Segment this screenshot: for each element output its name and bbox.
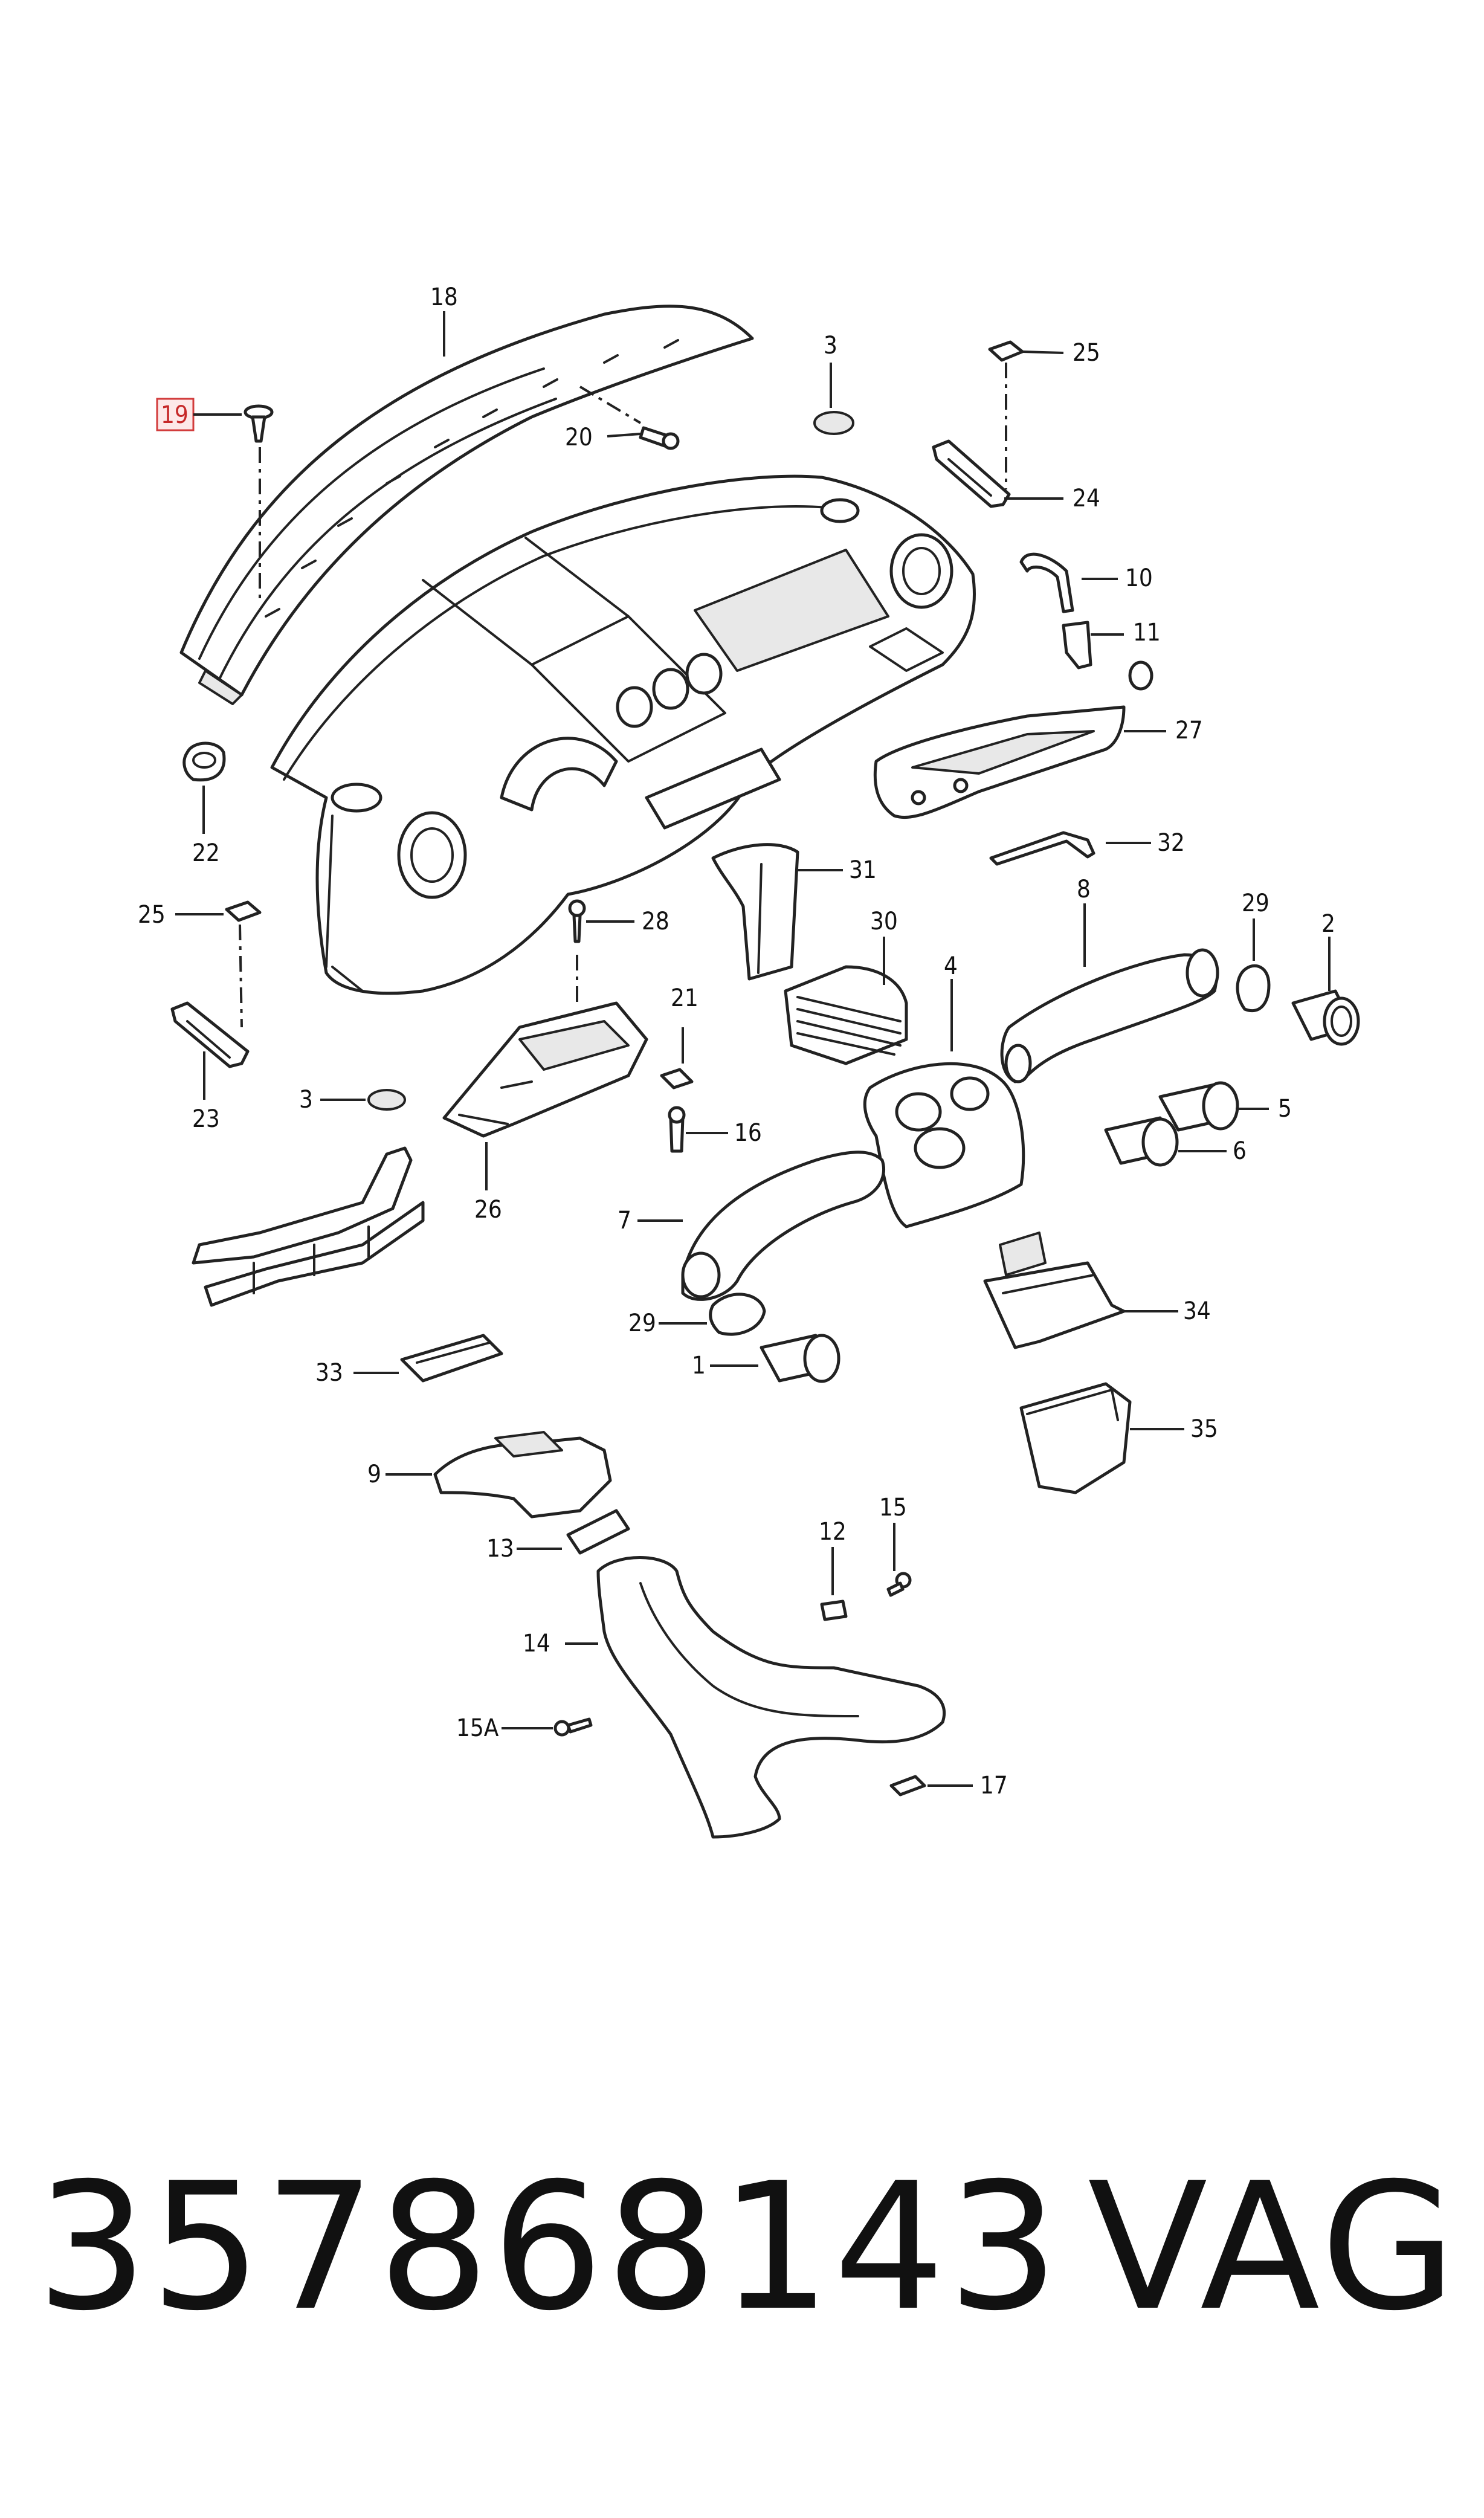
callout-20: 20 — [565, 424, 593, 451]
cross-member-bracket — [192, 1146, 425, 1307]
callout-2: 2 — [1321, 910, 1335, 938]
callout-24: 24 — [1073, 485, 1100, 512]
part-26-center-bracket — [442, 1001, 648, 1190]
part-25-nut-right — [988, 340, 1064, 489]
part-25-nut-left — [175, 900, 262, 1028]
part-4-vent-housing — [863, 979, 1025, 1228]
part-30-bellows — [784, 937, 908, 1065]
callout-32: 32 — [1157, 829, 1185, 857]
callout-13: 13 — [486, 1535, 514, 1563]
callout-8: 8 — [1077, 876, 1091, 903]
dashboard-panel — [270, 474, 976, 995]
callout-15: 15 — [879, 1494, 907, 1522]
part-number: 357868143 — [36, 2146, 1062, 2349]
part-33-grille — [353, 1334, 503, 1383]
callout-15a: 15A — [456, 1714, 499, 1742]
callout-1: 1 — [692, 1352, 706, 1380]
callout-14: 14 — [523, 1630, 550, 1658]
callout-19-highlight — [156, 398, 195, 431]
callout-4: 4 — [944, 952, 958, 980]
brand-label: VAG — [1088, 2146, 1460, 2349]
part-7-duct — [637, 1151, 886, 1301]
callout-31: 31 — [849, 856, 877, 884]
part-23-bracket-left — [170, 1001, 250, 1100]
part-29-seal-left — [659, 1293, 766, 1336]
part-3-cap-top — [813, 363, 854, 435]
callout-10: 10 — [1125, 564, 1153, 592]
callout-17: 17 — [980, 1772, 1008, 1800]
part-22-grommet — [182, 741, 226, 834]
part-29-seal-right — [1236, 918, 1271, 1013]
part-18-defroster-strip — [179, 305, 754, 705]
callout-26: 26 — [474, 1196, 502, 1224]
part-15-screw — [886, 1523, 912, 1597]
callout-27: 27 — [1175, 717, 1203, 744]
part-2-vent-right — [1291, 937, 1360, 1046]
part-11-fitting — [1062, 621, 1153, 691]
part-1-vent — [710, 1334, 840, 1383]
callout-16: 16 — [734, 1119, 762, 1147]
part-12-clip — [820, 1547, 848, 1621]
part-34-tray — [983, 1232, 1178, 1349]
callout-12: 12 — [819, 1518, 847, 1546]
part-28-screw — [568, 899, 634, 1003]
callout-21: 21 — [671, 984, 698, 1012]
part-32-trim-strip — [989, 831, 1151, 866]
callout-7: 7 — [618, 1207, 631, 1235]
callout-3-left: 3 — [299, 1086, 313, 1114]
callout-9: 9 — [367, 1461, 381, 1488]
callout-11: 11 — [1133, 619, 1161, 647]
callout-3-top: 3 — [824, 332, 837, 360]
part-10-hose — [1019, 552, 1118, 613]
part-17-nut — [889, 1775, 973, 1796]
part-35-housing — [1019, 1382, 1184, 1494]
callout-5: 5 — [1278, 1095, 1292, 1123]
part-21-clip — [660, 1027, 694, 1090]
callout-18: 18 — [430, 283, 458, 311]
part-19-clip — [244, 404, 274, 598]
part-14-footwell-duct — [565, 1556, 946, 1839]
part-20-screw — [579, 386, 680, 450]
callout-25-left: 25 — [138, 901, 166, 929]
part-15a-screw — [502, 1717, 593, 1737]
part-16-pin — [668, 1106, 728, 1153]
callout-29-left: 29 — [628, 1309, 656, 1337]
part-3-cap-left — [320, 1089, 406, 1111]
callout-35: 35 — [1190, 1415, 1218, 1443]
part-6-vent — [1104, 1116, 1227, 1167]
part-27-glovebox-frame — [873, 705, 1166, 819]
callout-33: 33 — [315, 1359, 343, 1387]
callout-30: 30 — [870, 908, 898, 935]
callout-34: 34 — [1183, 1297, 1211, 1325]
part-5-vent — [1158, 1081, 1269, 1132]
callout-28: 28 — [642, 908, 669, 935]
part-8-duct — [1000, 903, 1219, 1083]
part-9-duct-junction — [386, 1431, 612, 1519]
callout-23: 23 — [192, 1105, 220, 1133]
callout-25-right: 25 — [1073, 339, 1100, 367]
part-24-bracket-right — [932, 439, 1063, 508]
part-13-seal-ring — [517, 1509, 630, 1555]
part-31-duct — [711, 843, 843, 981]
callout-6: 6 — [1233, 1137, 1247, 1165]
callout-29-right: 29 — [1242, 889, 1269, 917]
callout-22: 22 — [192, 839, 220, 867]
callout-19: 19 — [161, 401, 189, 429]
